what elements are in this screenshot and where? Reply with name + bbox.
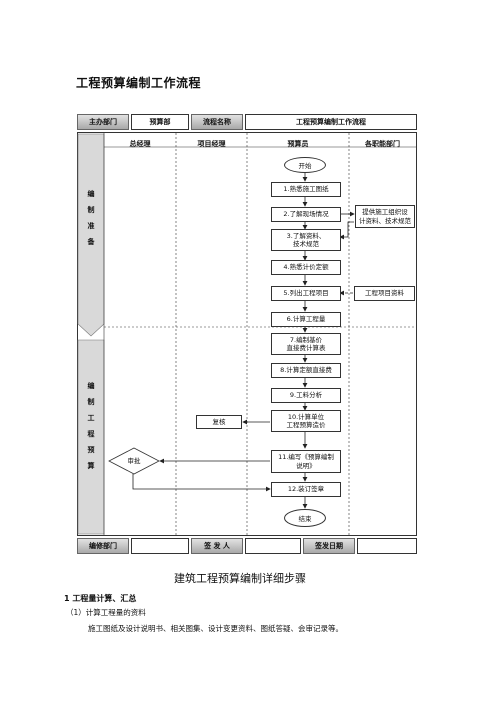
- revising-dept-label: 编修部门: [77, 538, 129, 554]
- flowchart-frame: [77, 132, 417, 536]
- step-7: 7.编制基价 直接费计算表: [271, 333, 341, 355]
- process-name-value: 工程预算编制工作流程: [245, 114, 417, 130]
- subheading-materials: （1）计算工程量的资料: [66, 608, 146, 617]
- approve-label: 审批: [127, 457, 141, 465]
- step-2: 2.了解现场情况: [271, 207, 341, 222]
- dept-project-info-box: 工程项目资料: [354, 286, 415, 301]
- step-9: 9.工料分析: [271, 388, 341, 403]
- issuer-label: 签 发 人: [191, 538, 243, 554]
- approve-diamond: [108, 447, 160, 475]
- step-1: 1.熟悉施工图纸: [271, 182, 341, 197]
- section-title: 建筑工程预算编制详细步骤: [174, 572, 306, 585]
- step-8: 8.计算定额直接费: [271, 363, 341, 378]
- step-6: 6.计算工程量: [271, 312, 341, 327]
- phase-1-arrow: [77, 133, 105, 337]
- column-general-manager: 总经理: [129, 140, 151, 148]
- column-project-manager: 项目经理: [197, 140, 226, 148]
- phase-label-preparation: 编制准备: [87, 190, 95, 254]
- step-11: 11.编写《预算编制 说明》: [271, 450, 341, 473]
- column-departments: 各职能部门: [365, 140, 400, 148]
- issue-date-value: [357, 538, 417, 554]
- heading-quantity-calculation: 1 工程量计算、汇总: [64, 594, 137, 603]
- host-dept-value: 预算部: [131, 114, 189, 130]
- process-name-label: 流程名称: [191, 114, 243, 130]
- revising-dept-value: [131, 538, 189, 554]
- issuer-value: [245, 538, 301, 554]
- step-12: 12.装订签章: [271, 482, 341, 497]
- host-dept-label: 主办部门: [77, 114, 129, 130]
- start-node: 开始: [284, 157, 326, 173]
- paragraph-materials: 施工图纸及设计说明书、相关图集、设计变更资料、图纸答疑、会审记录等。: [88, 624, 343, 633]
- dept-support-box: 提供施工组织设 计资料、技术规范: [355, 205, 415, 228]
- end-node: 结束: [284, 509, 326, 527]
- recheck-box: 复核: [196, 415, 242, 429]
- document-title: 工程预算编制工作流程: [76, 76, 202, 90]
- step-10: 10.计算单位 工程预算造价: [271, 410, 341, 432]
- issue-date-label: 签发日期: [303, 538, 355, 554]
- step-4: 4.熟悉计价定额: [271, 260, 341, 275]
- step-3: 3.了解资料、 技术规范: [271, 229, 341, 251]
- step-5: 5.列出工程项目: [271, 286, 341, 301]
- phase-label-compilation: 编制工程预算: [87, 382, 95, 478]
- column-budget-officer: 预算员: [287, 140, 309, 148]
